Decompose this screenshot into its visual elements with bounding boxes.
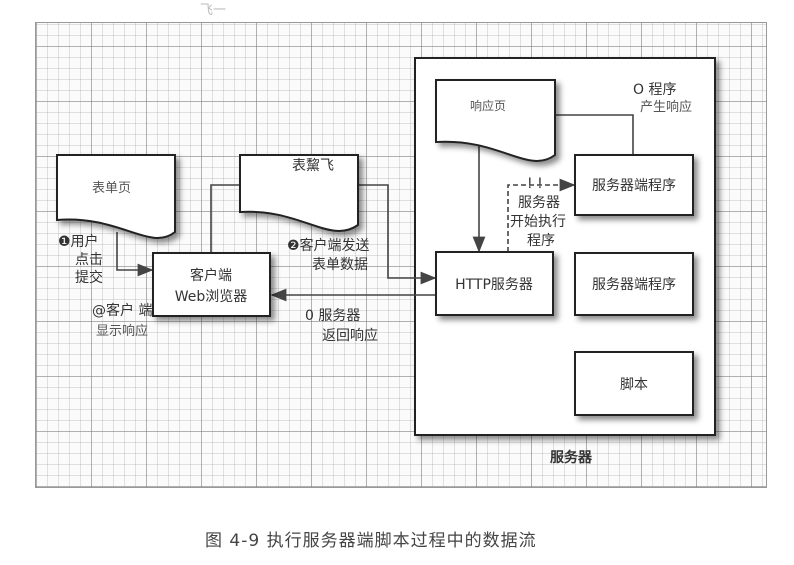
arrow-submit: [116, 232, 154, 277]
http-server-box: [435, 251, 554, 316]
server-program-box-1: [574, 154, 694, 216]
server-label: 服务器: [550, 449, 593, 466]
step2-line1: ❷客户端发送: [287, 237, 370, 254]
arrow-start-program: [507, 178, 576, 252]
step1-line1: ❶用户: [58, 233, 99, 250]
form-page-label: 表单页: [92, 181, 131, 196]
server-program-box-2: [574, 252, 694, 316]
step1-line2: 点击: [75, 252, 103, 268]
form-page-doc: [56, 154, 176, 239]
step5-line2: 返回响应: [322, 327, 378, 344]
form-data-label: 表黧飞: [292, 158, 334, 174]
step4-line2: 产生响应: [640, 99, 692, 115]
arrow-send-form: [358, 184, 437, 285]
web-browser-box: [152, 252, 271, 317]
step3-line2: 开始执行: [510, 214, 566, 230]
browser-label-1: 客户端: [190, 267, 232, 284]
step2-line2: 表单数据: [312, 257, 368, 273]
server-program-label-2: 服务器端程序: [592, 277, 676, 293]
script-box: [574, 351, 694, 416]
step3-line3: 程序: [527, 233, 555, 249]
step1-line3: 提交: [75, 269, 103, 286]
browser-label-2: Web浏览器: [175, 289, 248, 305]
line-browser-to-formdata: [210, 184, 240, 253]
step3-line1: 服务器: [518, 195, 560, 211]
server-program-label-1: 服务器端程序: [592, 178, 676, 194]
step3-marker: ! !: [527, 176, 543, 192]
step4-line1: O 程序: [633, 82, 676, 98]
response-page-label: 响应页: [470, 98, 506, 113]
form-data-doc: [239, 154, 359, 232]
figure-caption: 图 4-9 执行服务器端脚本过程中的数据流: [205, 531, 537, 551]
faint-top-text: 飞一: [200, 3, 226, 18]
step6-line2: 显示响应: [96, 323, 148, 339]
step5-line1: 0 服务器: [305, 308, 360, 324]
script-label: 脚本: [620, 377, 648, 393]
response-page-doc: [435, 79, 556, 162]
step6-line1: @客户 端: [92, 302, 152, 319]
http-server-label: HTTP服务器: [455, 277, 533, 293]
